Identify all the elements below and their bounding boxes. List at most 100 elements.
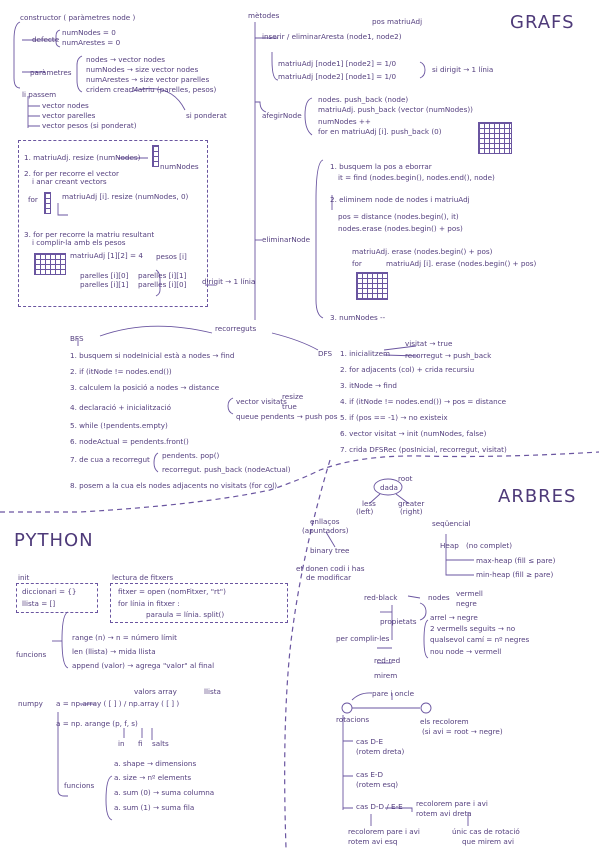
enllacos-label: enllaços [310, 517, 340, 526]
elim-find: it = find (nodes.begin(), nodes.end(), n… [338, 173, 495, 182]
mirem-avi-label: que mirem avi [462, 837, 514, 846]
prop-cami: qualsevol camí = nº negres [430, 635, 530, 644]
min-heap-label: min-heap (fill ≥ pare) [476, 570, 554, 579]
step3-dirigit: dirigit → 1 línia [202, 277, 256, 286]
param-numarestes: numArestes → size vector parelles [86, 75, 210, 84]
arange-fi: fi [138, 739, 143, 748]
cas-dd-ee-label: cas D-D / E-E [356, 802, 403, 811]
step3-assign: matriuAdj [1][2] = 4 [70, 251, 143, 260]
dfs-step6: 6. vector visitat → init (numNodes, fals… [340, 429, 487, 438]
si-ponderat-label: si ponderat [186, 111, 227, 120]
arange-in: in [118, 739, 125, 748]
dfs-step4: 4. if (itNode != nodes.end()) → pos = di… [340, 397, 507, 406]
step2-resize: matriuAdj [i]. resize (numNodes, 0) [62, 192, 189, 201]
numpy-sum0: a. sum (0) → suma columna [114, 788, 215, 797]
param-nodes: nodes → vector nodes [86, 55, 166, 64]
matriu-assign-1: matriuAdj [node1] [node2] = 1/0 [278, 59, 397, 68]
dfs-step1: 1. inicialitzem [340, 349, 391, 358]
inserir-eliminar-label: inserir / eliminarAresta (node1, node2) [262, 32, 402, 41]
binary-tree-note1: et donen codi i has [296, 564, 365, 573]
elim-erase-nodes: nodes.erase (nodes.begin() + pos) [338, 224, 463, 233]
bfs-queue: queue pendents → push pos [236, 412, 338, 421]
lectura-for: for línia in fitxer : [118, 599, 180, 608]
tree-left: (left) [356, 507, 374, 516]
cas-ed-label: cas E-D [356, 770, 384, 779]
apuntadors-label: (apuntadors) [302, 526, 349, 535]
matrix-row-icon [44, 192, 51, 214]
heading-arbres: ARBRES [498, 486, 577, 507]
elim-erase-matriu: matriuAdj. erase (nodes.begin() + pos) [352, 247, 493, 256]
numpy-valors-array: valors array [134, 687, 177, 696]
matriu-assign-2: matriuAdj [node2] [node1] = 1/0 [278, 72, 397, 81]
lectura-split: paraula = línia. split() [146, 610, 225, 619]
step3-p4: parelles [i][0] [138, 280, 187, 289]
elim-distance: pos = distance (nodes.begin(), it) [338, 212, 459, 221]
default-numarestes: numArestes = 0 [62, 38, 121, 47]
matrix-grid-icon [34, 253, 66, 275]
dfs-label: DFS [318, 349, 333, 358]
func-range: range (n) → n = número límit [72, 633, 177, 642]
recolorem-note: (si avi = root → negre) [422, 727, 503, 736]
default-numnodes: numNodes = 0 [62, 28, 116, 37]
numpy-shape: a. shape → dimensions [114, 759, 197, 768]
red-red-label: red-red [374, 656, 401, 665]
constructor-bracket [13, 21, 21, 89]
tree-root: root [398, 474, 413, 483]
dfs-step2: 2. for adjacents (col) + crida recursiu [340, 365, 475, 374]
dfs-step3: 3. itNode → find [340, 381, 397, 390]
afegir-node-label: afegirNode [262, 111, 302, 120]
crear-matriu-box [18, 140, 208, 307]
bfs-step4: 4. declaració + inicialització [70, 403, 172, 412]
bfs-step7: 7. de cua a recorregut [70, 455, 150, 464]
cas-dd-recolorem: recolorem pare i avi [416, 799, 488, 808]
elim-erase-row: matriuAdj [i]. erase (nodes.begin() + po… [386, 259, 537, 268]
parametres-label: paràmetres [30, 68, 72, 77]
init-box [16, 583, 98, 613]
recorreguts-title: recorreguts [215, 324, 257, 333]
rb-nodes-label: nodes [428, 593, 450, 602]
defecte-label: defecte [32, 35, 60, 44]
max-heap-label: max-heap (fill ≤ pare) [476, 556, 556, 565]
bfs-step3: 3. calculem la posició a nodes → distanc… [70, 383, 220, 392]
numpy-sum1: a. sum (1) → suma fila [114, 803, 195, 812]
mirem-label: mirem [374, 671, 398, 680]
heading-grafs: GRAFS [510, 12, 575, 33]
prop-nou-node: nou node → vermell [430, 647, 502, 656]
numpy-arange: a = np. arange (p, f, s) [56, 719, 138, 728]
pos-matriuadj-label: pos matriuAdj [372, 17, 423, 26]
lectura-label: lectura de fitxers [112, 573, 174, 582]
funcions-label: funcions [16, 650, 47, 659]
elim-step3: 3. numNodes -- [330, 313, 386, 322]
cas-ee-rotem-esq: rotem avi esq [348, 837, 398, 846]
tree-less: less [362, 499, 376, 508]
li-passem-parelles: vector parelles [42, 111, 96, 120]
eliminar-node-label: eliminarNode [262, 235, 311, 244]
matrix-column-icon [152, 145, 159, 167]
prop-vermells: 2 vermells seguits → no [430, 624, 516, 633]
bfs-step5: 5. while (!pendents.empty) [70, 421, 168, 430]
matrix-grid-icon-2 [478, 122, 512, 154]
bfs-true: true [282, 402, 297, 411]
pare-oncle-label: pare i oncle [372, 689, 415, 698]
per-complir-label: per complir-les [336, 634, 390, 643]
heading-python: PYTHON [14, 530, 94, 551]
cas-de-note: (rotem dreta) [356, 747, 405, 756]
step3-line2: i complir-la amb els pesos [32, 238, 126, 247]
afegir-step4: for en matriuAdj [i]. push_back (0) [318, 127, 442, 136]
numpy-label: numpy [18, 699, 43, 708]
prop-arrel: arrel → negre [430, 613, 478, 622]
lectura-open: fitxer = open (nomFitxer, "rt") [118, 587, 226, 596]
li-passem-nodes: vector nodes [42, 101, 89, 110]
heap-no-complet: (no complet) [466, 541, 512, 550]
arange-salts: salts [152, 739, 169, 748]
step2-line1: 2. for per recorre el vector [24, 169, 119, 178]
li-passem-label: li passem [22, 90, 57, 99]
func-len: len (llista) → mida llista [72, 647, 156, 656]
propietats-label: propietats [380, 617, 417, 626]
step3-p1: parelles [i][0] [80, 271, 129, 280]
unic-cas-label: únic cas de rotació [452, 827, 520, 836]
step1-numnodes: numNodes [160, 162, 199, 171]
step2-line2: i anar creant vectors [32, 177, 107, 186]
tree-dada: dada [380, 483, 398, 492]
